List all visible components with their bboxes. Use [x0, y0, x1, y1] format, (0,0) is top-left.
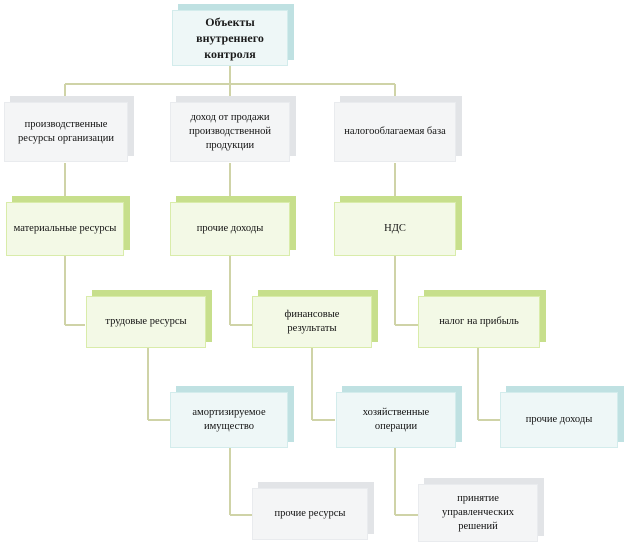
node-label: налог на прибыль	[439, 315, 519, 327]
node-label: принятие управленческих решений	[442, 492, 514, 533]
node-other-income-2: прочие доходы	[500, 392, 618, 448]
node-profit-tax: налог на прибыль	[418, 296, 540, 348]
node-material-resources: материальные ресурсы	[6, 202, 124, 256]
node-label: прочие ресурсы	[274, 507, 346, 519]
node-depreciable-property: амортизируемое имущество	[170, 392, 288, 448]
node-income-from-sales: доход от продажи производственной продук…	[170, 102, 290, 162]
node-label: трудовые ресурсы	[105, 315, 187, 327]
node-label: хозяйственные операции	[362, 406, 430, 432]
node-label: производственные ресурсы организации	[18, 118, 114, 144]
node-tax-base: налогооблагаемая база	[334, 102, 456, 162]
node-other-income: прочие доходы	[170, 202, 290, 256]
node-label: налогооблагаемая база	[344, 125, 446, 137]
node-label: материальные ресурсы	[13, 222, 117, 234]
node-management-decisions: принятие управленческих решений	[418, 484, 538, 542]
node-label: амортизируемое имущество	[192, 406, 266, 432]
root-node: Объекты внутреннего контроля	[172, 10, 288, 66]
node-label: финансовые результаты	[284, 308, 340, 334]
node-label: прочие доходы	[525, 413, 593, 425]
node-label: прочие доходы	[196, 222, 264, 234]
node-vat: НДС	[334, 202, 456, 256]
node-production-resources: производственные ресурсы организации	[4, 102, 128, 162]
node-label: доход от продажи производственной продук…	[189, 111, 271, 152]
root-label: Объекты внутреннего контроля	[196, 14, 264, 62]
node-labor-resources: трудовые ресурсы	[86, 296, 206, 348]
node-other-resources: прочие ресурсы	[252, 488, 368, 540]
node-label: НДС	[384, 222, 406, 234]
node-business-operations: хозяйственные операции	[336, 392, 456, 448]
node-financial-results: финансовые результаты	[252, 296, 372, 348]
